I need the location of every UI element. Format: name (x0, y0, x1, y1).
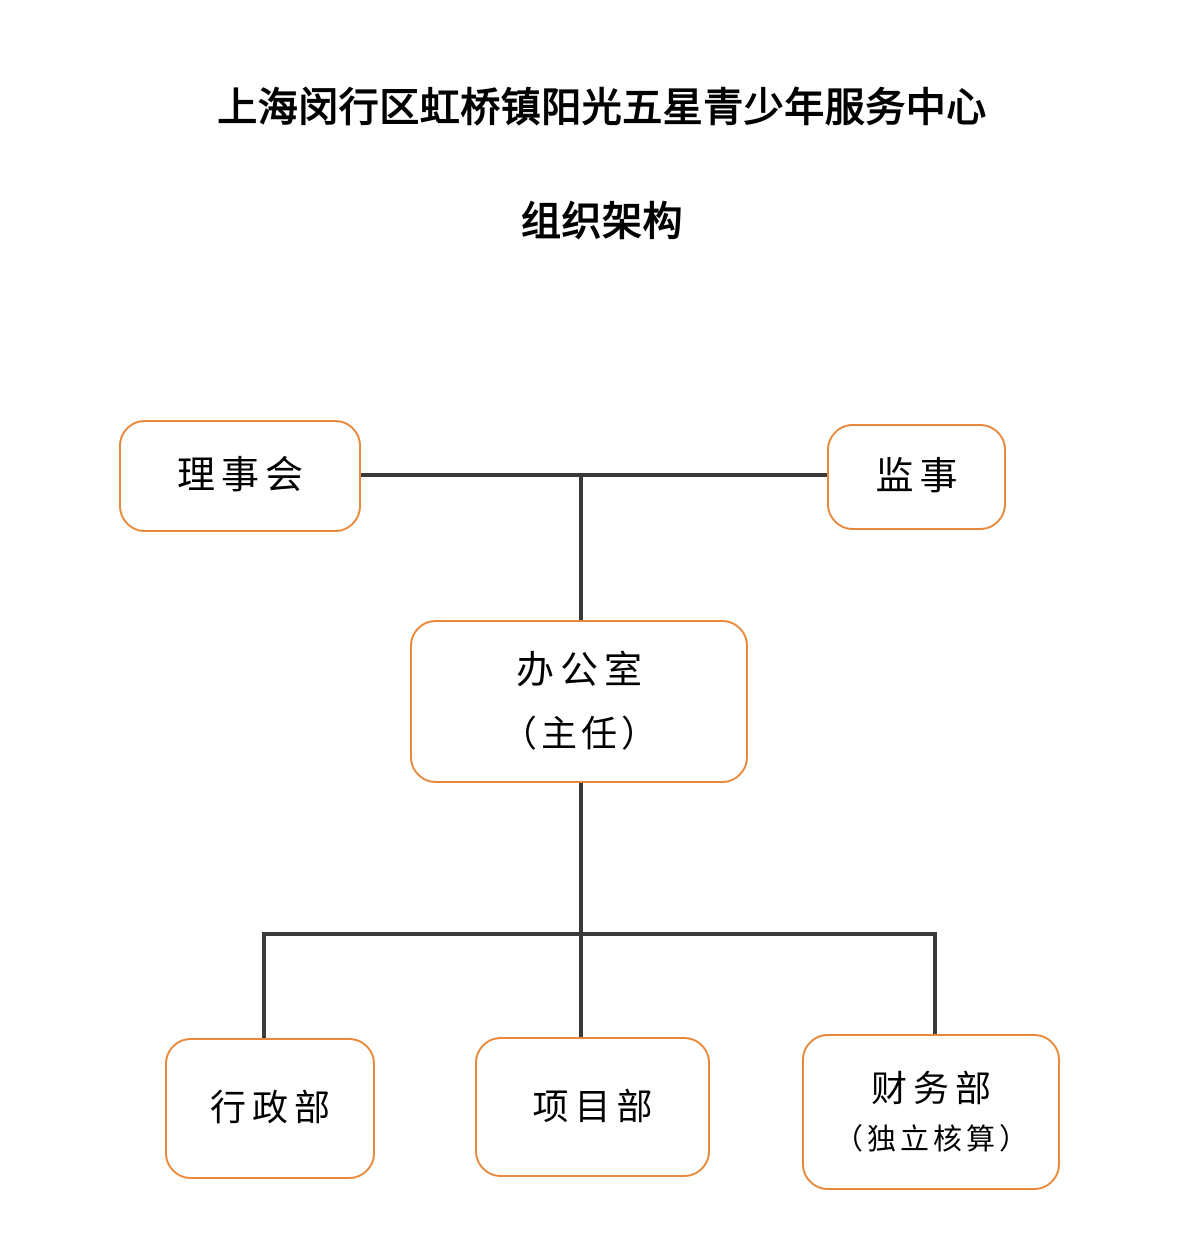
connector-office-to-bus (579, 781, 583, 936)
connector-department-bus (262, 932, 937, 936)
node-board-of-directors[interactable]: 理事会 (119, 420, 361, 532)
node-finance-department[interactable]: 财务部 （独立核算） (802, 1034, 1060, 1190)
node-supervisor-label: 监事 (875, 454, 964, 499)
node-administration-department[interactable]: 行政部 (165, 1038, 375, 1179)
node-finance-department-label: 财务部 (870, 1069, 997, 1111)
connector-drop-admin (262, 932, 266, 1040)
node-office-label: 办公室 (515, 648, 648, 693)
node-office[interactable]: 办公室 （主任） (410, 620, 748, 783)
connector-drop-project (579, 932, 583, 1039)
node-finance-department-sublabel: （独立核算） (833, 1122, 1032, 1157)
node-supervisor[interactable]: 监事 (827, 424, 1006, 530)
node-project-department[interactable]: 项目部 (475, 1037, 710, 1177)
connector-drop-finance (933, 932, 937, 1036)
connector-board-to-supervisor (359, 473, 829, 477)
node-administration-department-label: 行政部 (209, 1088, 336, 1129)
page-title: 上海闵行区虹桥镇阳光五星青少年服务中心 (217, 85, 987, 131)
page-subtitle: 组织架构 (521, 199, 683, 245)
node-board-of-directors-label: 理事会 (176, 453, 309, 498)
connector-board-to-office (579, 473, 583, 622)
node-project-department-label: 项目部 (532, 1086, 659, 1128)
node-office-sublabel: （主任） (500, 713, 661, 755)
